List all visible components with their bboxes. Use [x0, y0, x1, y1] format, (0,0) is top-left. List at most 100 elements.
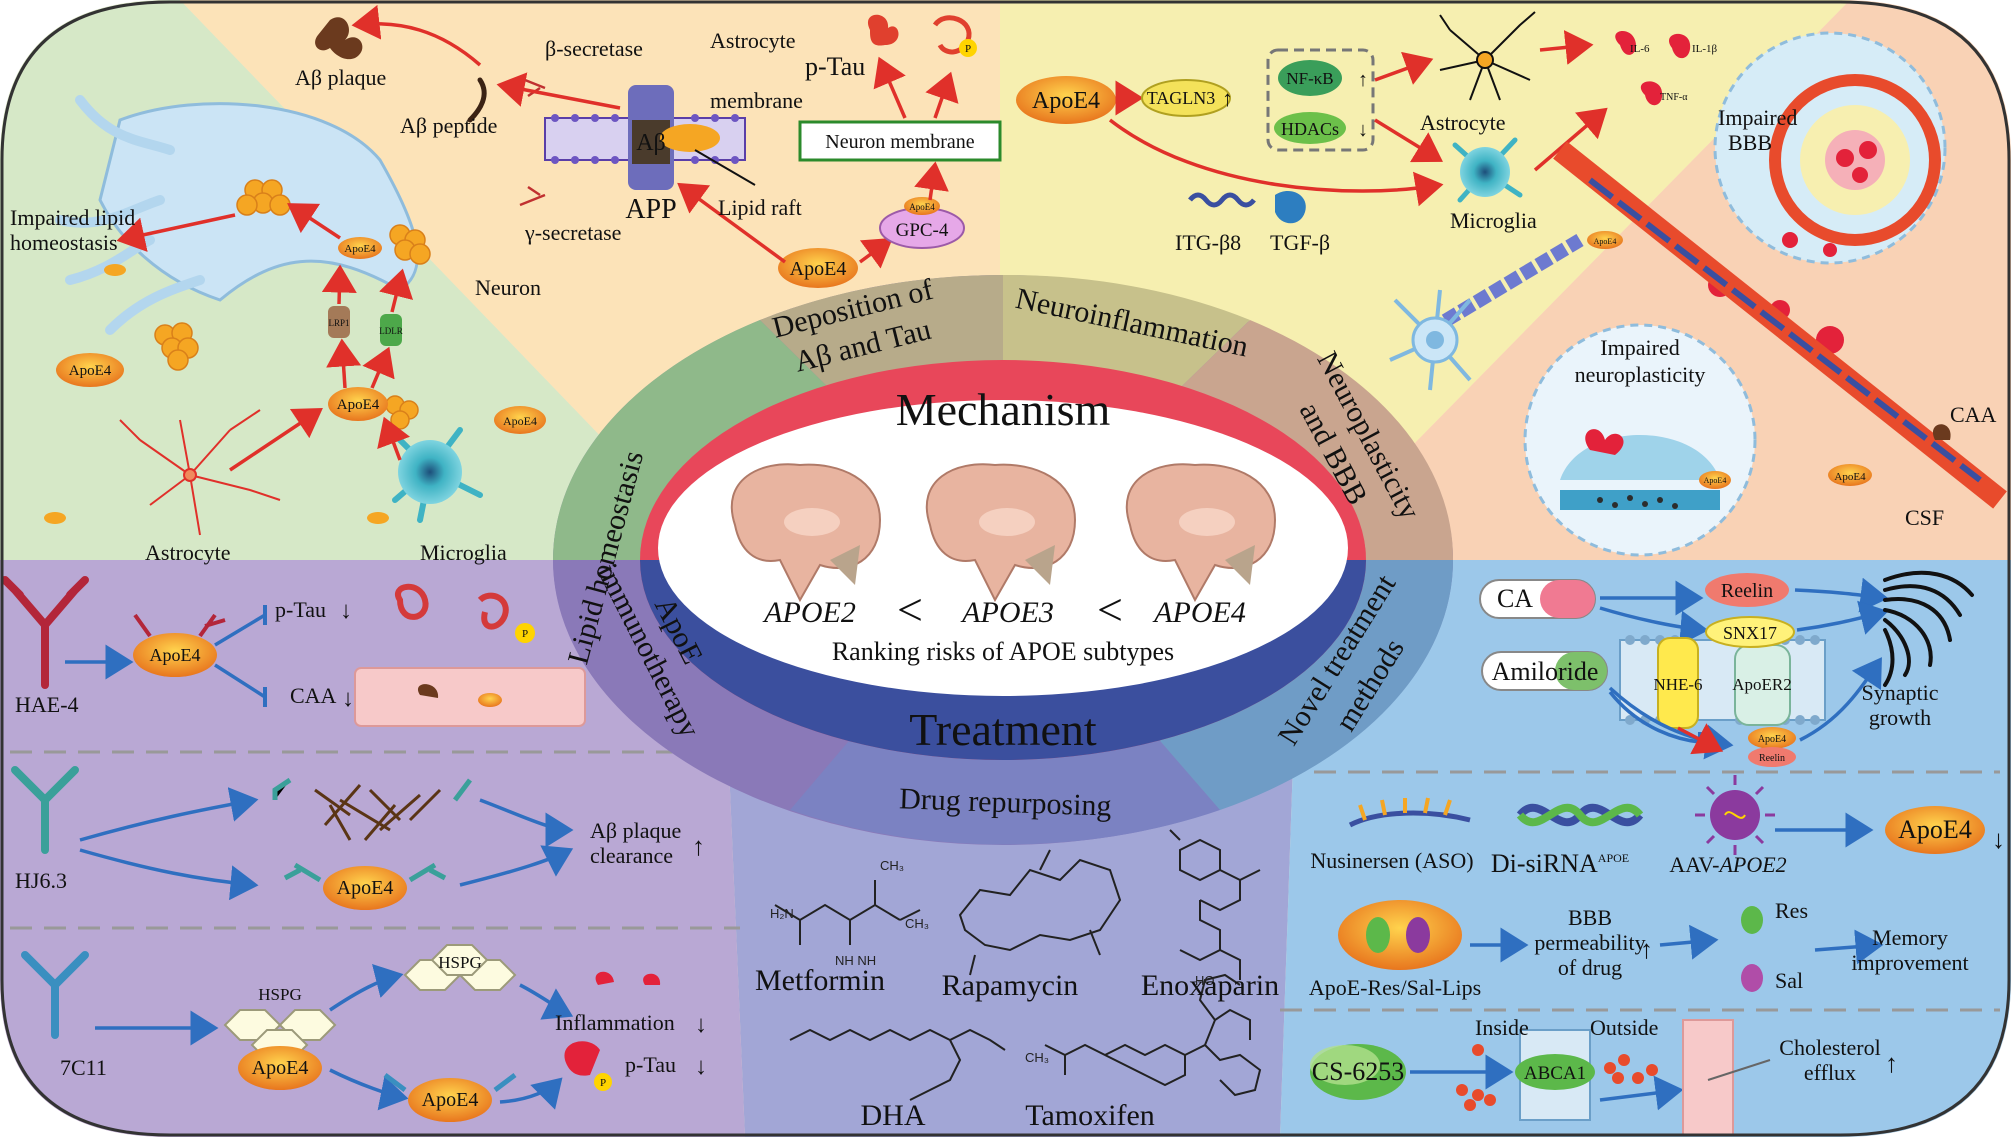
treatment-title: Treatment	[909, 704, 1097, 755]
arrow-apoe4-lrp1	[326, 338, 362, 389]
apoe4-novel-label: ApoE4	[1758, 734, 1786, 745]
label-hspg-1: HSPG	[258, 985, 301, 1004]
vessel-efflux	[1682, 1019, 1734, 1136]
vessel-caa	[354, 667, 586, 727]
arrow-app-peptide	[496, 72, 621, 110]
vessel-ring	[1769, 74, 1941, 246]
arrow-astro-cytokine	[1539, 30, 1594, 65]
label-impaired-np-2: neuroplasticity	[1575, 362, 1706, 387]
label-bbb-2: permeability	[1534, 930, 1645, 955]
label-impaired-np-1: Impaired	[1600, 335, 1679, 360]
apoe4-right-label: ApoE4	[503, 414, 537, 428]
ptau-7c11-down-arrow: ↓	[695, 1054, 707, 1080]
label-synaptic-2: growth	[1869, 705, 1931, 730]
arrow-apoe4-bottom	[329, 1068, 409, 1111]
bbb-up-arrow: ↑	[1640, 935, 1653, 964]
lrp1-label: LRP1	[328, 318, 349, 328]
label-astro-membrane-1: Astrocyte	[710, 28, 796, 53]
immuno-panel: ApoE4 P ApoE4	[1, 576, 661, 1122]
brains-caption: Ranking risks of APOE subtypes	[832, 637, 1174, 666]
apoe4-vessel-label: ApoE4	[1594, 237, 1617, 246]
vessel-endothelium	[1588, 177, 1982, 483]
label-hj63: HJ6.3	[15, 868, 67, 893]
label-inside: Inside	[1475, 1015, 1529, 1040]
drug-enoxaparin: Enoxaparin	[1141, 969, 1279, 1002]
label-app: APP	[625, 194, 676, 225]
arrow-lrp1-up	[321, 264, 357, 305]
lt-2: <	[1097, 584, 1123, 635]
abeta-plaque-immuno	[314, 784, 442, 841]
drug-tamoxifen: Tamoxifen	[1025, 1099, 1155, 1132]
apoe4-hae4	[133, 633, 217, 677]
label-nhe6: NHE-6	[1653, 675, 1702, 694]
ptau-fibrils-immuno	[395, 583, 535, 643]
gpc4-label: GPC-4	[896, 220, 949, 241]
phosphate-icon	[959, 39, 977, 57]
label-impaired-lipid-1: Impaired lipid	[10, 205, 135, 230]
phosphate-immuno-label: P	[522, 628, 528, 640]
tagln3-protein	[1141, 79, 1231, 117]
label-plaque-clearance-1: Aβ plaque	[590, 818, 681, 843]
arrow-microglia-apoe4	[377, 416, 410, 461]
gpc4-apoe4-label: ApoE4	[909, 202, 935, 212]
lt-1: <	[897, 584, 923, 635]
apoe4-hj63	[323, 866, 407, 910]
disirna-icon	[1516, 803, 1644, 827]
apoe4-left	[56, 353, 124, 387]
label-disirna: Di-siRNAAPOE	[1491, 849, 1629, 878]
hdacs-down-arrow: ↓	[1358, 119, 1368, 141]
apoe4-small-1-label: ApoE4	[344, 243, 376, 255]
abeta-peptide-icon	[467, 77, 487, 123]
metformin-structure	[774, 880, 921, 945]
arrow-snx17-synaptic	[1796, 600, 1889, 635]
apoe4-center-label: ApoE4	[337, 397, 380, 413]
apoe4-small-1	[338, 237, 382, 259]
apoe4-hj63-label: ApoE4	[337, 877, 394, 899]
label-aav: AAV-APOE2	[1669, 852, 1786, 877]
snx17-protein	[1705, 616, 1795, 648]
phosphate-label: P	[965, 43, 971, 55]
nusinersen-icon	[1348, 810, 1471, 828]
hspg-complex-2	[403, 944, 517, 991]
label-apoe3: APOE3	[960, 596, 1054, 629]
c7c11-antibody	[21, 951, 89, 1039]
label-beta-secretase: β-secretase	[545, 36, 643, 61]
apoe4-7c11-label: ApoE4	[252, 1057, 309, 1079]
apoe4-big-label: ApoE4	[1898, 815, 1972, 844]
arrow-box-microglia	[1374, 118, 1443, 163]
label-microglia-left: Microglia	[420, 540, 507, 565]
apoe4-big-down-arrow: ↓	[1992, 825, 2005, 854]
arrow-to-synaptic	[1799, 657, 1882, 742]
nfkb-up-arrow: ↑	[1358, 69, 1368, 91]
apoe4-novel	[1748, 727, 1796, 749]
synaptic-growth-icon	[1883, 570, 1974, 687]
arrow-microglia-cytokine	[1533, 107, 1608, 172]
lipid-cluster-1	[236, 179, 291, 216]
arrow-resal-memory	[1814, 929, 1884, 965]
apoe4-7c11-2	[408, 1078, 492, 1122]
neuron-membrane	[798, 120, 1002, 162]
label-abca1: ABCA1	[1524, 1063, 1586, 1084]
label-itg: ITG-β8	[1175, 230, 1241, 255]
arrow-membrane-tau	[873, 56, 907, 119]
metformin-ch3: CH₃	[880, 858, 904, 873]
label-lipid-raft: Lipid raft	[718, 195, 802, 220]
sector-label-drug: Drug repurposing	[899, 782, 1112, 822]
ldlr-label: LDLR	[379, 326, 403, 336]
label-neuron-membrane: Neuron membrane	[825, 131, 975, 153]
label-abeta-box: Aβ	[636, 130, 666, 156]
phosphate-7c11-label: P	[600, 1077, 606, 1089]
apoe4-inflam-label: ApoE4	[1032, 88, 1100, 114]
label-astrocyte-inflam: Astrocyte	[1420, 110, 1506, 135]
label-csf: CSF	[1905, 505, 1944, 530]
arrow-peptide-plaque	[351, 4, 482, 67]
arrow-apoe4-app	[677, 182, 787, 264]
hj63-antibody	[11, 766, 79, 854]
aav-icon	[1695, 775, 1775, 855]
ptau-down-arrow: ↓	[340, 598, 352, 624]
brain-apoe3	[925, 463, 1077, 603]
brain-apoe2	[730, 463, 882, 603]
